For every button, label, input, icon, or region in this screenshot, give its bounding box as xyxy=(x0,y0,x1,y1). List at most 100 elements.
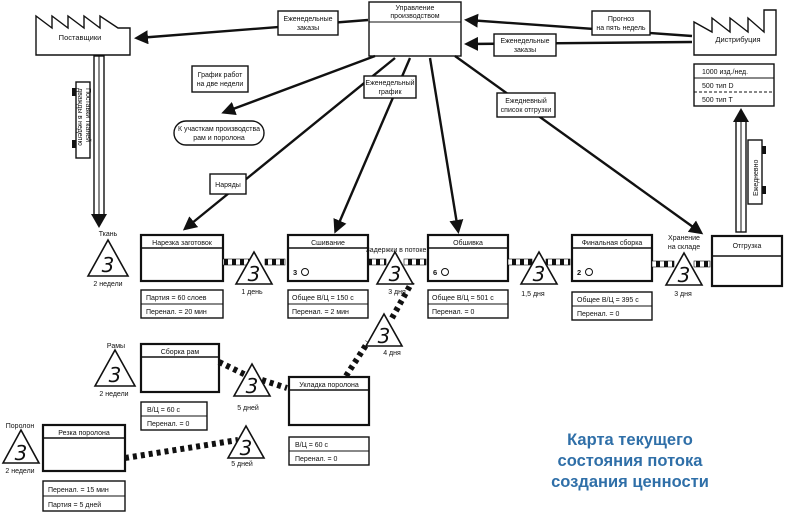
process-foam-lay: Укладка поролона xyxy=(287,375,371,427)
process-cutting: Нарезка заготовок xyxy=(139,233,225,283)
svg-text:2 недели: 2 недели xyxy=(99,391,128,398)
svg-text:Перенал. = 0: Перенал. = 0 xyxy=(295,456,337,463)
operator-icon xyxy=(585,268,593,276)
suppliers-label: Поставщики xyxy=(59,33,102,42)
process-upholstery: Обшивка 6 xyxy=(426,233,510,283)
inventory-frames-in: 3 Рамы 2 недели xyxy=(93,343,137,398)
svg-text:Отгрузка: Отгрузка xyxy=(733,243,762,250)
svg-text:Укладка поролона: Укладка поролона xyxy=(299,382,359,389)
inventory-wip1: 3 1 день xyxy=(234,250,274,296)
inventory-foam-in: 3 Поролон 2 недели xyxy=(1,423,41,475)
svg-text:Общее В/Ц = 395 с: Общее В/Ц = 395 с xyxy=(577,296,639,304)
svg-text:2 недели: 2 недели xyxy=(93,281,122,288)
svg-text:3: 3 xyxy=(293,268,297,277)
distribution-factory: Дистрибуция xyxy=(693,9,777,56)
svg-text:Партия = 5 дней: Партия = 5 дней xyxy=(48,501,101,509)
process-final: Финальная сборка 2 xyxy=(570,233,654,283)
operator-icon xyxy=(301,268,309,276)
data-box-cutting: Партия = 60 слоев Перенал. = 20 мин xyxy=(140,289,224,319)
data-box-final: Общее В/Ц = 395 с Перенал. = 0 xyxy=(571,291,653,321)
suppliers-factory: Поставщики xyxy=(35,14,131,56)
svg-text:В/Ц = 60 с: В/Ц = 60 с xyxy=(295,442,329,449)
svg-text:Общее В/Ц = 150 с: Общее В/Ц = 150 с xyxy=(292,294,354,302)
svg-text:5 дней: 5 дней xyxy=(237,404,259,412)
svg-text:3 дня: 3 дня xyxy=(388,289,406,296)
push-arrows xyxy=(124,258,711,461)
demand-type-d: 500 тип D xyxy=(702,83,734,90)
svg-text:Общее В/Ц = 501 с: Общее В/Ц = 501 с xyxy=(432,294,494,302)
svg-text:3: 3 xyxy=(102,253,115,277)
svg-text:Обшивка: Обшивка xyxy=(453,239,483,247)
svg-text:3: 3 xyxy=(678,263,691,287)
svg-text:Перенал. = 15 мин: Перенал. = 15 мин xyxy=(48,487,109,494)
svg-text:5 дней: 5 дней xyxy=(231,460,253,468)
demand-total: 1000 изд./нед. xyxy=(702,69,748,76)
map-title-line-3: создания ценности xyxy=(551,473,709,491)
svg-text:Сборка рам: Сборка рам xyxy=(161,348,200,356)
svg-text:Ткань: Ткань xyxy=(99,231,118,238)
demand-box: 1000 изд./нед. 500 тип D 500 тип T xyxy=(693,63,775,107)
svg-text:Задержки в потоке: Задержки в потоке xyxy=(366,247,427,254)
svg-text:Перенал. = 0: Перенал. = 0 xyxy=(577,311,619,318)
orders-to-cutting-arrow xyxy=(182,57,396,231)
svg-text:3: 3 xyxy=(533,262,546,286)
inventory-fabric: 3 Ткань 2 недели xyxy=(86,231,130,288)
svg-text:Перенал. = 0: Перенал. = 0 xyxy=(147,421,189,428)
svg-text:3: 3 xyxy=(15,441,28,465)
distribution-label: Дистрибуция xyxy=(715,35,760,44)
svg-text:3: 3 xyxy=(246,374,259,398)
supplier-truck-label: Поставки тканейдважды в неделю xyxy=(76,88,92,146)
svg-text:2: 2 xyxy=(577,268,581,277)
svg-text:Финальная сборка: Финальная сборка xyxy=(582,239,643,247)
inventory-wip5: 3 4 дня xyxy=(364,312,404,357)
process-foam-cut: Резка поролона xyxy=(41,423,127,473)
info-label-orders: Наряды xyxy=(209,173,247,195)
orders-from-distribution-arrow xyxy=(464,13,693,38)
process-shipping: Отгрузка xyxy=(710,234,784,288)
svg-text:Перенал. = 0: Перенал. = 0 xyxy=(432,309,474,316)
data-box-frames: В/Ц = 60 с Перенал. = 0 xyxy=(140,401,208,431)
data-box-foam-cut: Перенал. = 15 мин Партия = 5 дней xyxy=(42,480,126,512)
ship-list-to-shipping-arrow xyxy=(454,55,704,235)
inventory-wip2: 3 Задержки в потоке 3 дня xyxy=(366,247,427,296)
supplier-delivery-flow: Поставки тканейдважды в неделю xyxy=(72,55,107,228)
svg-text:3: 3 xyxy=(378,324,391,348)
data-box-sewing: Общее В/Ц = 150 с Перенал. = 2 мин xyxy=(287,289,369,319)
svg-text:2 недели: 2 недели xyxy=(5,468,34,475)
svg-text:6: 6 xyxy=(433,268,437,277)
inventory-wip6: 3 5 дней xyxy=(232,362,272,412)
svg-text:3: 3 xyxy=(240,436,253,460)
process-sewing: Сшивание 3 xyxy=(286,233,370,283)
svg-text:1 день: 1 день xyxy=(241,289,263,296)
svg-text:Сшивание: Сшивание xyxy=(311,240,345,247)
operator-icon xyxy=(441,268,449,276)
inventory-wip3: 3 1,5 дня xyxy=(519,250,559,298)
schedule-to-sites-arrow xyxy=(221,54,376,116)
svg-text:Нарезка заготовок: Нарезка заготовок xyxy=(152,240,213,247)
data-box-foam-lay: В/Ц = 60 с Перенал. = 0 xyxy=(288,436,370,466)
schedule-to-upholstery-arrow xyxy=(428,57,464,234)
map-title-line-1: Карта текущего xyxy=(567,431,693,449)
svg-text:3: 3 xyxy=(109,363,122,387)
data-box-upholstery: Общее В/Ц = 501 с Перенал. = 0 xyxy=(427,289,509,319)
svg-text:3 дня: 3 дня xyxy=(674,291,692,298)
svg-text:Наряды: Наряды xyxy=(215,182,241,189)
daily-truck-label: Ежедневно xyxy=(753,159,760,196)
shipping-delivery-flow: Ежедневно xyxy=(733,108,766,233)
